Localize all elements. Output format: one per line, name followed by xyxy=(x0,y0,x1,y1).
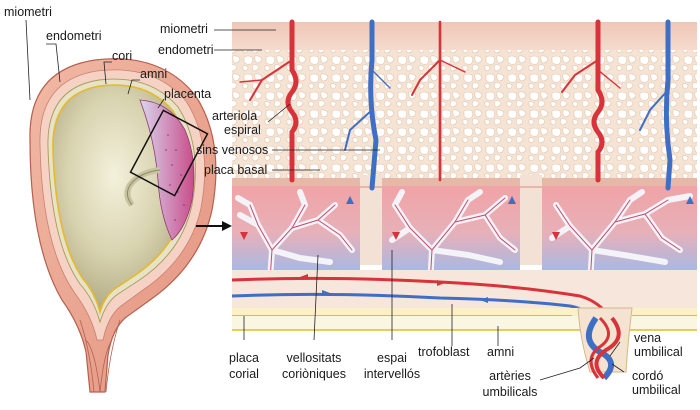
cervix xyxy=(79,319,121,393)
label-trofoblast: trofoblast xyxy=(418,345,470,359)
label-endometri-right: endometri xyxy=(158,43,214,57)
venous-sinuses xyxy=(344,19,673,191)
label-vellositats-2: coriòniques xyxy=(282,367,346,381)
arrow-icon xyxy=(222,221,232,231)
label-placenta: placenta xyxy=(164,87,211,101)
label-espiral: espiral xyxy=(224,123,261,137)
placenta-section xyxy=(231,19,697,381)
spiral-arteries xyxy=(239,19,621,183)
label-arteriola: arteriola xyxy=(212,109,257,123)
label-placa-corial-2: corial xyxy=(229,367,259,381)
label-amni-bottom: amni xyxy=(487,345,514,359)
label-endometri-left: endometri xyxy=(46,29,102,43)
chorionic-artery xyxy=(231,276,612,319)
label-placa-corial-1: placa xyxy=(229,351,259,365)
zoom-frame xyxy=(129,109,209,197)
label-cordo-1: cordó xyxy=(632,369,663,383)
label-cordo-2: umbilical xyxy=(632,383,681,397)
label-sins-venosos: sins venosos xyxy=(196,143,268,157)
uterus-illustration xyxy=(29,58,232,393)
label-cori: cori xyxy=(112,49,132,63)
placenta-disc xyxy=(139,99,195,241)
basal-plate xyxy=(232,178,697,188)
label-vena-1: vena xyxy=(634,331,661,345)
label-amni-left: amni xyxy=(140,67,167,81)
amnion-band xyxy=(232,308,697,316)
myometrium-band xyxy=(232,22,697,52)
leader-lines xyxy=(25,19,625,381)
label-placa-basal: placa basal xyxy=(204,163,267,177)
label-miometri-left: miometri xyxy=(4,5,52,19)
label-espai-2: intervellós xyxy=(364,367,420,381)
label-arteries-2: umbilicals xyxy=(483,385,538,399)
label-arteries-1: artèries xyxy=(489,369,531,383)
label-espai-1: espai xyxy=(377,351,407,365)
chorionic-plate xyxy=(232,270,697,308)
label-vena-2: umbilical xyxy=(634,345,683,359)
label-miometri-right: miometri xyxy=(160,22,208,36)
labels: miometri endometri cori amni placenta mi… xyxy=(4,5,683,399)
label-vellositats-1: vellositats xyxy=(287,351,342,365)
decidua-layer xyxy=(232,50,697,178)
umbilical-cord xyxy=(577,307,633,381)
